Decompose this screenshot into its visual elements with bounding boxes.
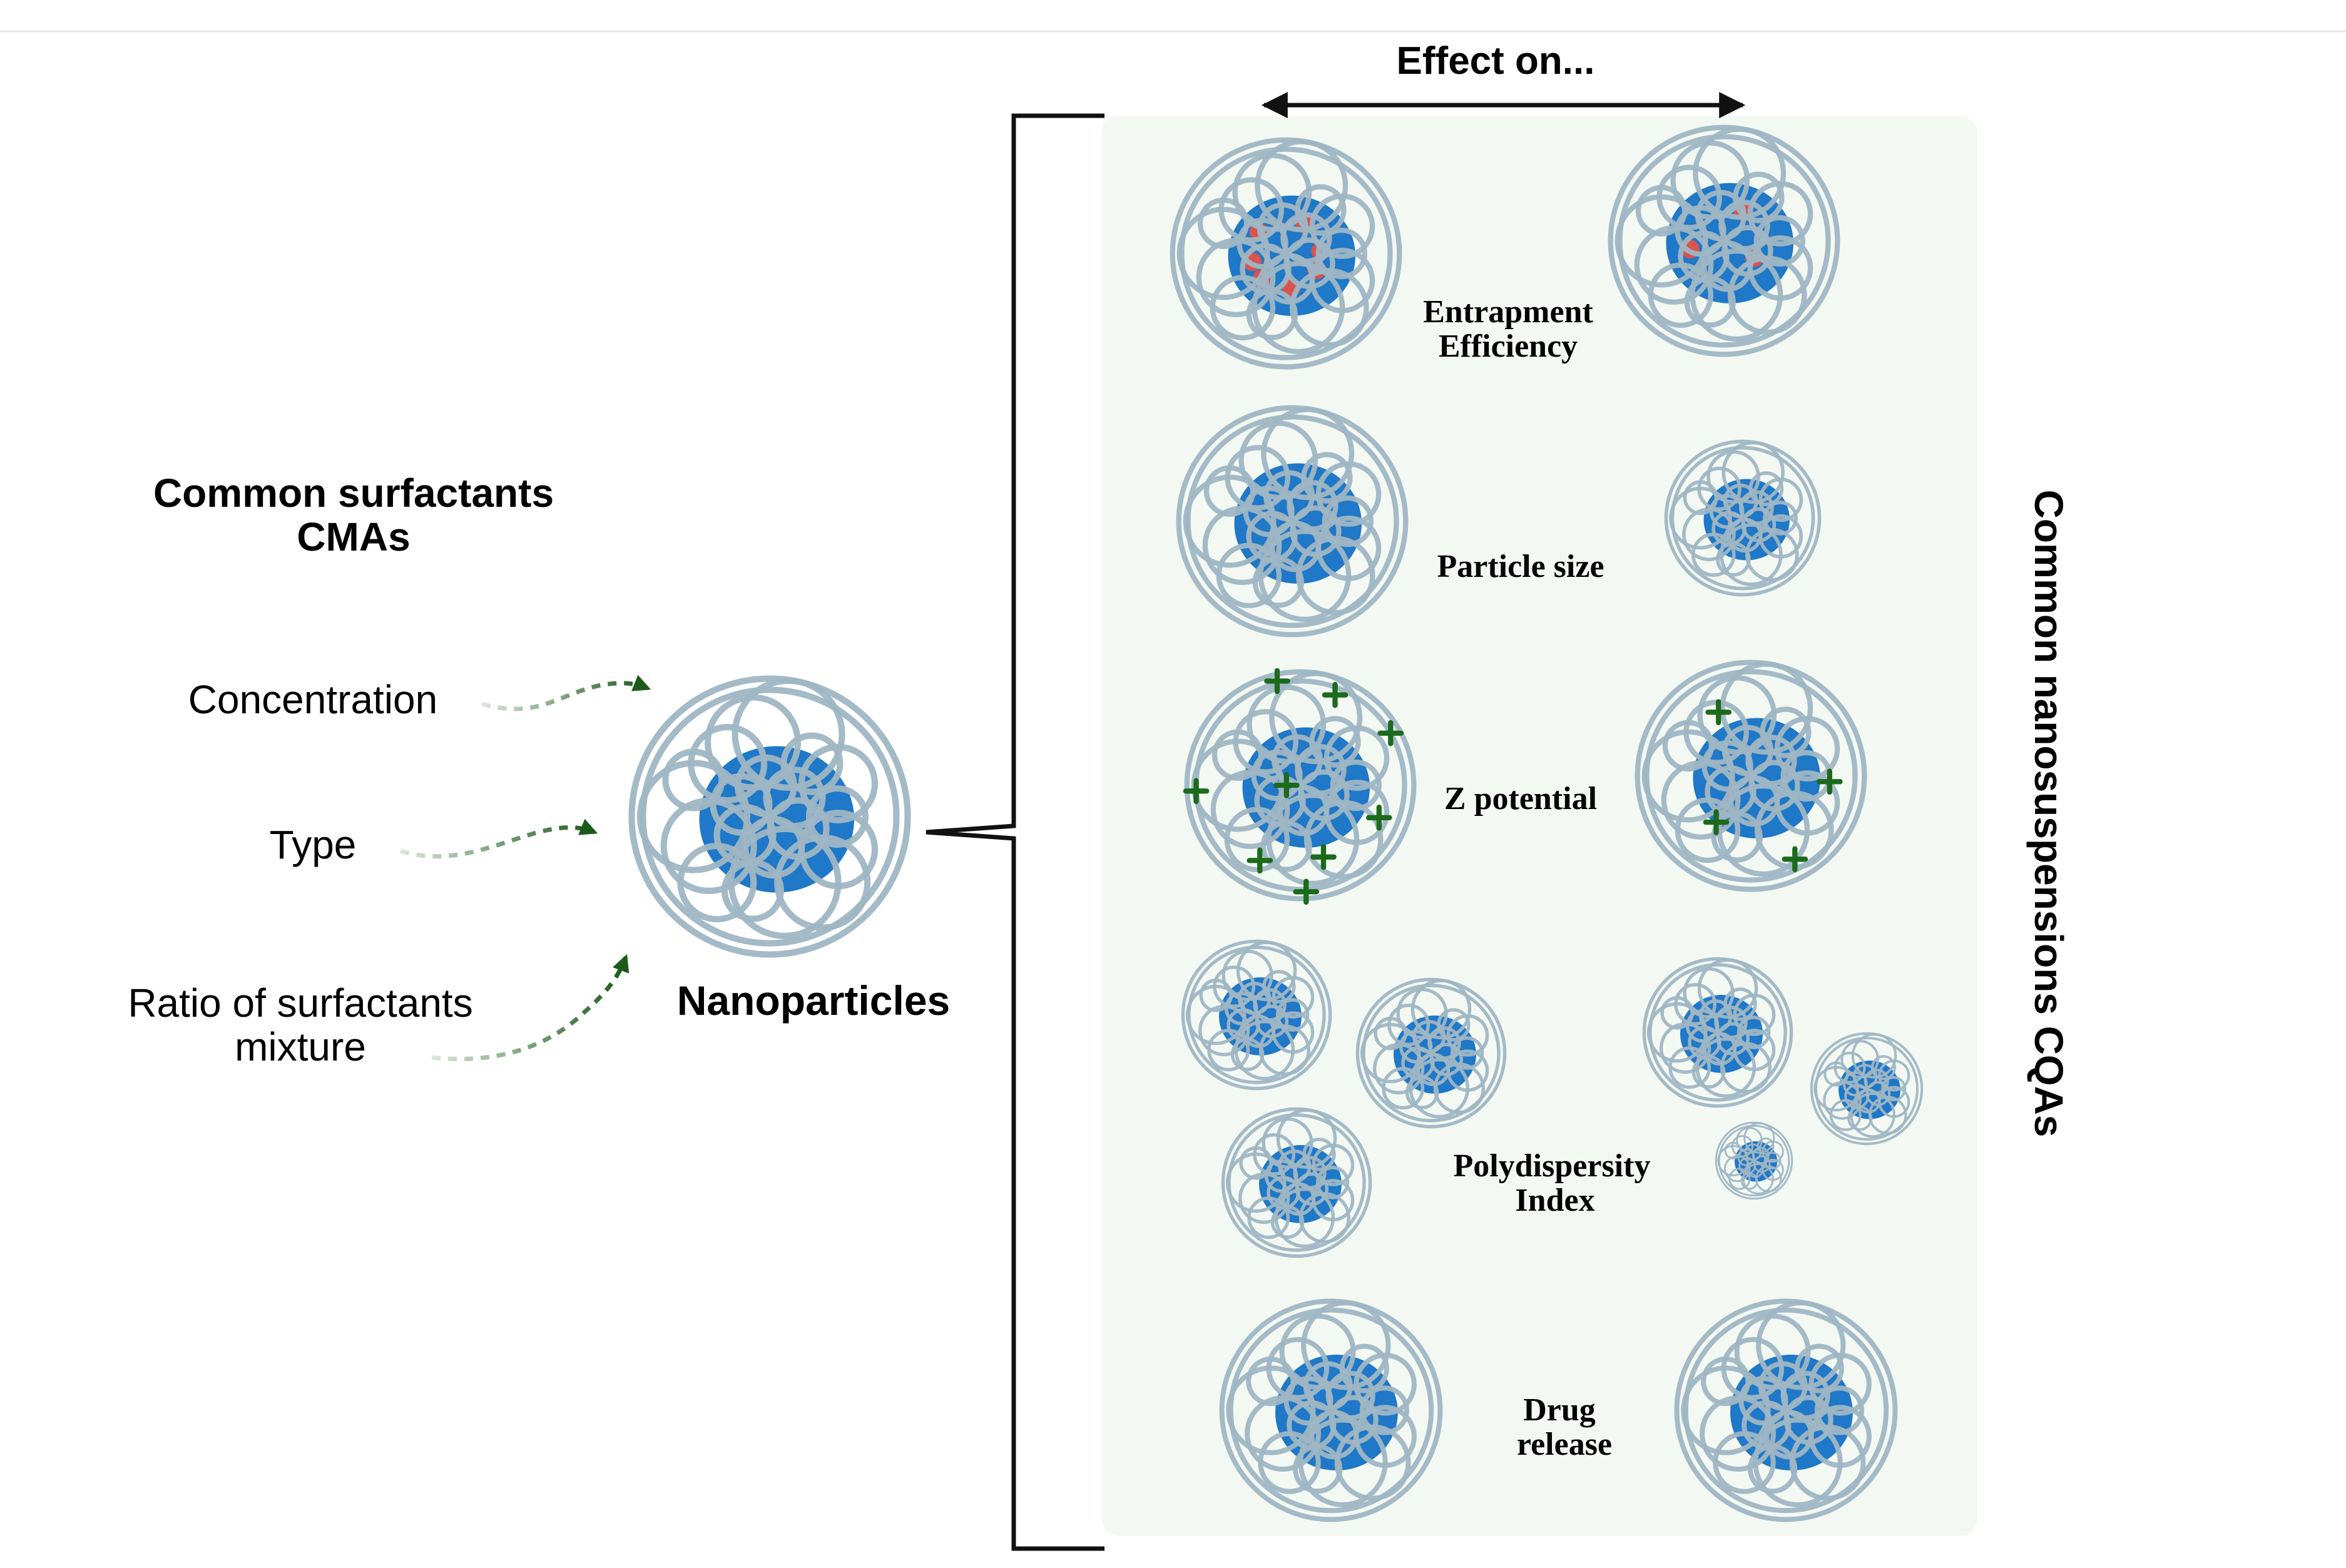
cqa-pdi-line1: Polydispersity [1454,1148,1651,1184]
particle-layer [628,125,1924,1522]
zeta-particle-high [1183,668,1417,905]
plus-charge-icon [1310,843,1337,870]
cqa-drug-line1: Drug [1523,1392,1596,1428]
polymer-mesh [1176,405,1409,638]
cma-title-line1: Common surfactants [153,471,554,516]
polymer-mesh [1170,137,1402,370]
plus-charge-icon [1293,878,1320,905]
factor-concentration: Concentration [188,677,437,722]
polymer-mesh [1642,957,1793,1108]
size-particle-small [1664,439,1822,597]
cqa-drug-release-line2: release [1517,1427,1612,1462]
cqa-z-potential: Z potential [1444,781,1597,817]
pdi-particle-b [1355,977,1507,1129]
polymer-mesh [1674,1298,1898,1522]
plus-charge-icon [1183,778,1210,805]
polymer-mesh [1664,439,1822,597]
entrapment-particle-low [1608,125,1840,357]
plus-charge-icon [1247,847,1273,874]
bracket [926,113,1104,1551]
polymer-mesh [628,675,911,958]
cqa-entrapment-line2: Efficiency [1439,328,1578,364]
cqa-entrapment-line1: Entrapment [1423,294,1593,330]
factor-ratio-line2: mixture [235,1024,366,1069]
polymer-mesh [1810,1032,1924,1146]
zeta-particle-low [1635,659,1867,892]
nanoparticles-label: Nanoparticles [677,977,950,1024]
plus-charge-icon [1365,804,1392,831]
arrow-type [399,818,598,859]
polymer-mesh [1715,1121,1793,1200]
pdi-particle-a [1181,939,1332,1091]
plus-charge-icon [1377,720,1404,746]
plus-charge-icon [1782,846,1808,873]
central-nanoparticle [628,675,911,958]
polymer-mesh [1608,125,1840,357]
pdi-particle-c [1221,1107,1372,1258]
plus-charge-icon [1703,809,1730,835]
pdi-particle-f [1715,1121,1793,1200]
cqa-vertical-title: Common nanosuspensions CQAs [2026,490,2071,1138]
polymer-mesh [1355,977,1507,1129]
release-particle-b [1674,1298,1898,1522]
plus-charge-icon [1264,668,1290,695]
factor-type: Type [270,822,357,867]
plus-charge-icon [1273,772,1300,798]
plus-charge-icon [1322,681,1349,708]
polymer-mesh [1219,1298,1443,1522]
plus-charge-icon [1705,699,1732,726]
arrow-concentration [481,675,651,711]
cma-title-line2: CMAs [297,514,410,559]
size-particle-large [1176,405,1409,638]
effect-header: Effect on... [1397,39,1595,83]
release-particle-a [1219,1298,1443,1522]
cqa-pdi-line2: Index [1515,1183,1594,1218]
cqa-particle-size: Particle size [1437,549,1604,584]
entrapment-particle-high [1170,137,1402,370]
plus-charge-icon [1816,768,1843,795]
polymer-mesh [1181,939,1332,1091]
pdi-particle-d [1642,957,1793,1108]
pdi-particle-e [1810,1032,1924,1146]
factor-ratio-line1: Ratio of surfactants [128,980,472,1026]
polymer-mesh [1221,1107,1372,1258]
